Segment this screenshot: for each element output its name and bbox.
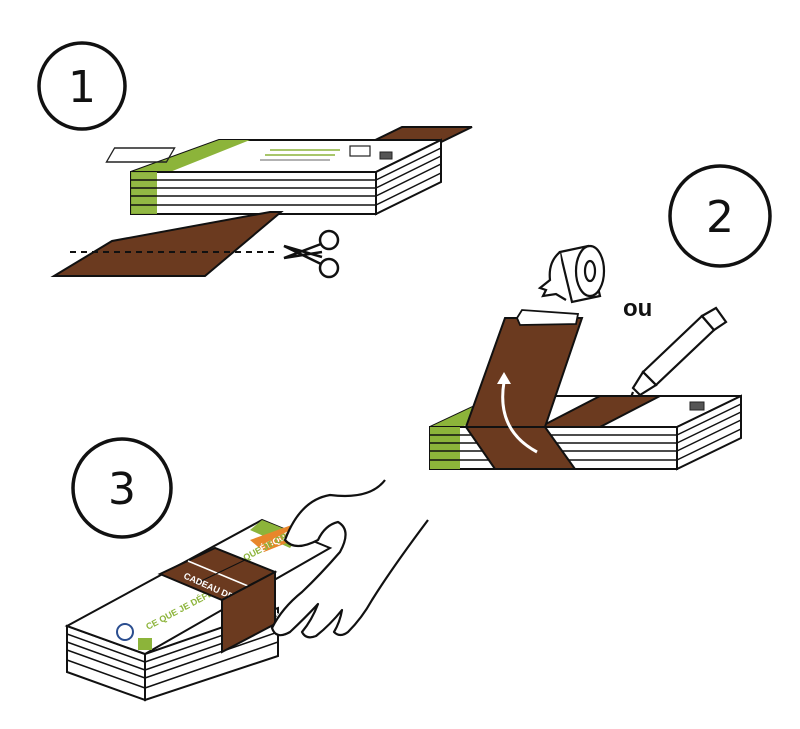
organic-logo-icon bbox=[138, 638, 152, 650]
tape-roll-icon bbox=[537, 244, 606, 304]
tape-piece bbox=[515, 309, 580, 326]
hand-icon bbox=[270, 479, 429, 639]
brown-strip-bottom bbox=[50, 211, 284, 277]
eco-logo-icon bbox=[116, 623, 134, 641]
glue-tube-icon bbox=[626, 306, 728, 406]
step-3: 3 ÉTIQUETABLE CE QUE JE CROQUE CE QUE JE… bbox=[64, 437, 429, 702]
step-number: 2 bbox=[706, 192, 734, 243]
step-number-badge: 2 bbox=[668, 164, 772, 268]
step-number: 1 bbox=[68, 62, 96, 113]
brown-strip-flat bbox=[539, 395, 661, 428]
booklet-stack bbox=[105, 138, 442, 216]
step-number-badge: 1 bbox=[37, 41, 127, 131]
step-1: 1 bbox=[37, 41, 473, 279]
step-number: 3 bbox=[108, 464, 136, 515]
fold-arrow-icon bbox=[501, 381, 538, 454]
or-label: ou bbox=[623, 295, 652, 322]
step-number-badge: 3 bbox=[71, 437, 173, 539]
brown-strip-folded bbox=[464, 317, 584, 428]
step-2: 2 ou bbox=[429, 164, 772, 471]
scissors-icon bbox=[283, 229, 340, 279]
